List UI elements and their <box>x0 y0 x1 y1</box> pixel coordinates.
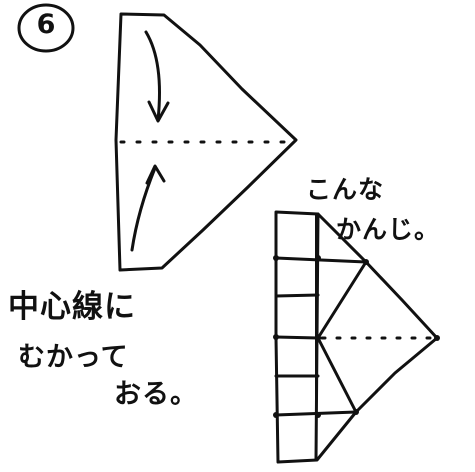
result-caption-line-2: かんじ。 <box>336 215 441 244</box>
right-figure-points <box>273 255 440 418</box>
right-figure-outline <box>274 210 439 464</box>
step-number: 6 <box>36 9 56 40</box>
instruction-caption-line-1: 中心線に <box>8 289 136 325</box>
left-figure-outline <box>114 12 298 272</box>
result-caption-line-1: こんな <box>306 175 385 204</box>
instruction-caption-line-2: むかって <box>18 342 129 373</box>
fold-down-arrow-icon <box>144 30 170 123</box>
left-fold-figure <box>114 12 298 272</box>
right-result-figure <box>273 210 440 464</box>
right-figure-cross-lines <box>274 256 368 417</box>
fold-up-arrow-icon <box>130 164 166 252</box>
instruction-caption-line-3: おる。 <box>114 379 198 410</box>
step-number-circle <box>17 3 75 53</box>
